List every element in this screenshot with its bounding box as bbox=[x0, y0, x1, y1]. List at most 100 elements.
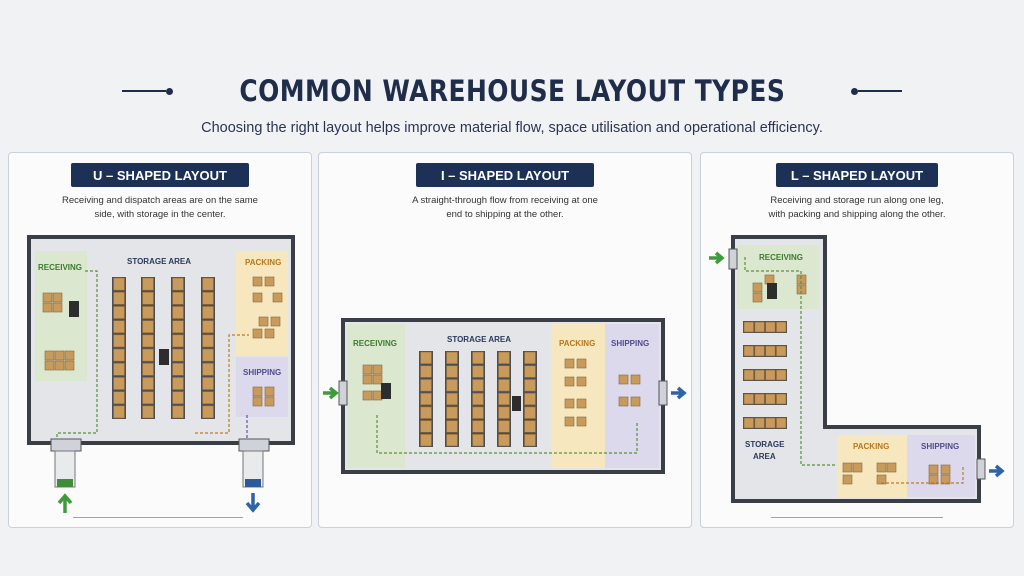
rack-box bbox=[142, 348, 154, 362]
rack-box bbox=[446, 351, 458, 365]
rack-box bbox=[776, 345, 787, 357]
u-inbound-arrow-icon bbox=[57, 493, 73, 513]
i-layout-card: I – SHAPED LAYOUT A straight-through flo… bbox=[318, 152, 692, 528]
box-stack bbox=[630, 374, 641, 385]
rack-box bbox=[113, 405, 125, 419]
rack-box bbox=[498, 420, 510, 433]
i-forklift bbox=[512, 396, 521, 411]
rack-box bbox=[472, 351, 484, 365]
u-dock-out bbox=[238, 438, 270, 452]
l-inbound-arrow-icon bbox=[709, 251, 725, 265]
rack-box bbox=[113, 277, 125, 291]
rack-box bbox=[172, 348, 184, 362]
box-stack bbox=[940, 464, 951, 475]
rack-box bbox=[446, 365, 458, 378]
u-flow-outbound bbox=[195, 334, 249, 434]
l-receiving-label: RECEIVING bbox=[759, 253, 803, 262]
rack-box bbox=[142, 334, 154, 348]
rack-box bbox=[202, 306, 214, 319]
box-stack bbox=[264, 328, 275, 339]
box-stack bbox=[44, 350, 55, 361]
rack-box bbox=[420, 406, 432, 419]
i-packing-label: PACKING bbox=[559, 339, 595, 348]
rack-box bbox=[172, 377, 184, 390]
rack-box bbox=[754, 393, 765, 405]
rack-box bbox=[446, 406, 458, 419]
box-stack bbox=[576, 398, 587, 409]
box-stack bbox=[564, 376, 575, 387]
box-stack bbox=[252, 276, 263, 287]
rack-box bbox=[420, 392, 432, 406]
l-box-stacks bbox=[752, 274, 951, 485]
title-row: COMMON WAREHOUSE LAYOUT TYPES bbox=[0, 74, 1024, 108]
l-layout-floorplan: RECEIVING STORAGE AREA PACKING SHIPPING bbox=[709, 235, 1005, 503]
rack-box bbox=[776, 369, 787, 381]
rack-box bbox=[420, 365, 432, 378]
box-stack bbox=[362, 364, 373, 375]
rack-box bbox=[172, 277, 184, 291]
rack-box bbox=[142, 277, 154, 291]
rack-box bbox=[743, 345, 754, 357]
box-stack bbox=[928, 474, 939, 485]
rack-box bbox=[142, 306, 154, 319]
rack-box bbox=[113, 362, 125, 376]
i-shipping-zone bbox=[605, 324, 659, 468]
i-packing-zone bbox=[551, 324, 605, 468]
rack-box bbox=[472, 420, 484, 433]
rack-box bbox=[524, 420, 536, 433]
i-shipping-label: SHIPPING bbox=[611, 339, 649, 348]
u-layout-card: U – SHAPED LAYOUT Receiving and dispatch… bbox=[8, 152, 312, 528]
box-stack bbox=[630, 396, 641, 407]
box-stack bbox=[852, 462, 863, 473]
rack-box bbox=[420, 433, 432, 447]
title-decor-left bbox=[121, 87, 173, 95]
l-flow-inbound bbox=[744, 257, 837, 466]
i-storage-label: STORAGE AREA bbox=[447, 335, 511, 344]
rack-box bbox=[524, 365, 536, 378]
l-packing-label: PACKING bbox=[853, 442, 889, 451]
rack-box bbox=[498, 365, 510, 378]
box-stack bbox=[940, 474, 951, 485]
u-box-stacks bbox=[42, 276, 283, 407]
rack-box bbox=[776, 393, 787, 405]
box-stack bbox=[52, 302, 63, 313]
box-stack bbox=[272, 292, 283, 303]
u-forklift bbox=[69, 301, 79, 317]
rack-box bbox=[776, 321, 787, 333]
i-box-stacks bbox=[362, 358, 641, 427]
rack-box bbox=[765, 393, 776, 405]
rack-box bbox=[142, 320, 154, 334]
rack-box bbox=[113, 320, 125, 334]
i-layout-floorplan: RECEIVING STORAGE AREA PACKING SHIPPING bbox=[323, 318, 687, 474]
u-card-underline bbox=[73, 517, 243, 518]
l-storage-racks bbox=[743, 321, 787, 429]
l-shipping-label: SHIPPING bbox=[921, 442, 959, 451]
box-stack bbox=[752, 282, 763, 293]
rack-box bbox=[172, 306, 184, 319]
i-dock-out bbox=[658, 380, 668, 406]
rack-box bbox=[754, 369, 765, 381]
box-stack bbox=[576, 358, 587, 369]
i-forklift bbox=[381, 383, 391, 399]
rack-box bbox=[754, 321, 765, 333]
box-stack bbox=[270, 316, 281, 327]
rack-box bbox=[202, 348, 214, 362]
box-stack bbox=[264, 276, 275, 287]
rack-box bbox=[172, 391, 184, 405]
l-flow-outbound bbox=[881, 465, 964, 484]
l-dock-in bbox=[728, 248, 738, 270]
l-dock-out bbox=[976, 458, 986, 480]
box-stack bbox=[54, 350, 65, 361]
u-shipping-label: SHIPPING bbox=[243, 368, 281, 377]
rack-box bbox=[202, 291, 214, 305]
u-dock-in bbox=[50, 438, 82, 452]
box-stack bbox=[372, 374, 383, 385]
rack-box bbox=[202, 334, 214, 348]
rack-box bbox=[446, 392, 458, 406]
box-stack bbox=[928, 464, 939, 475]
rack-box bbox=[113, 391, 125, 405]
box-stack bbox=[842, 474, 853, 485]
rack-box bbox=[524, 379, 536, 392]
rack-box bbox=[202, 362, 214, 376]
u-storage-label: STORAGE AREA bbox=[127, 257, 191, 266]
